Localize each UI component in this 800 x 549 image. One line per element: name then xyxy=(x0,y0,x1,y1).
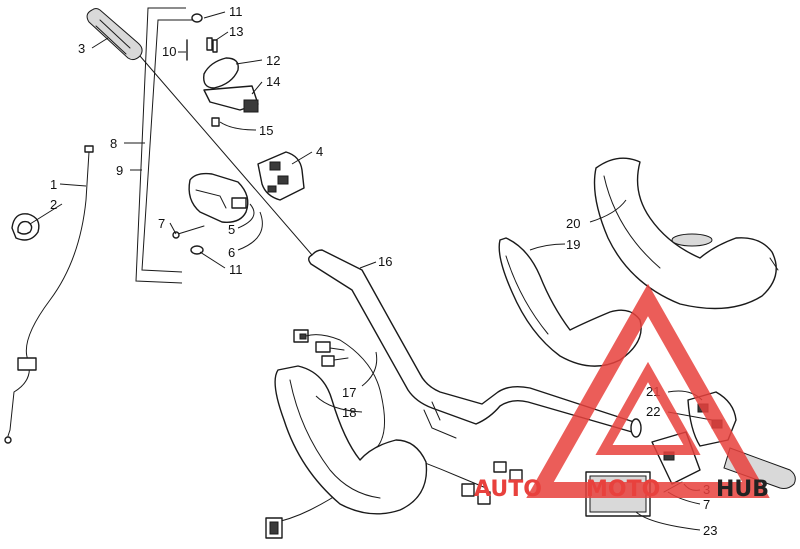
callout-17: 17 xyxy=(342,385,356,400)
throttle-cable xyxy=(4,145,94,444)
callout-4: 4 xyxy=(316,144,323,159)
callout-7: 7 xyxy=(158,216,165,231)
throttle-housing xyxy=(172,172,249,239)
shaft-line xyxy=(139,55,313,256)
watermark-inner-triangle xyxy=(595,361,701,455)
callout-22: 22 xyxy=(646,404,660,419)
callout-10: 10 xyxy=(162,44,176,59)
watermark-brand: AUTO MOTO HUB xyxy=(474,477,769,502)
callout-12: 12 xyxy=(266,53,280,68)
cable-clip xyxy=(11,213,40,241)
callout-18: 18 xyxy=(342,405,356,420)
callout-9: 9 xyxy=(116,163,123,178)
callout-6: 6 xyxy=(228,245,235,260)
handlebar xyxy=(308,249,642,439)
callout-1: 1 xyxy=(50,177,57,192)
watermark-text-moto: MOTO xyxy=(586,477,660,502)
callout-19: 19 xyxy=(566,237,580,252)
callout-3: 3 xyxy=(78,41,85,56)
watermark-triangle xyxy=(526,283,770,498)
right-handguard-outer xyxy=(593,157,779,310)
watermark xyxy=(526,283,770,498)
brake-lever xyxy=(203,57,259,113)
callout-15: 15 xyxy=(259,123,273,138)
callout-16: 16 xyxy=(378,254,392,269)
callout-2: 2 xyxy=(50,197,57,212)
callout-labels: 1 2 3 4 5 6 7 8 9 10 11 11 12 13 14 15 1… xyxy=(50,4,717,538)
left-handguard xyxy=(274,365,428,515)
callout-7-right: 7 xyxy=(703,497,710,512)
left-grip xyxy=(86,8,143,61)
bracket-8-9 xyxy=(124,7,195,284)
callout-11: 11 xyxy=(229,4,243,19)
wiring-harness xyxy=(265,329,523,539)
callout-5: 5 xyxy=(228,222,235,237)
callout-20: 20 xyxy=(566,216,580,231)
callout-14: 14 xyxy=(266,74,280,89)
callout-13: 13 xyxy=(229,24,243,39)
watermark-text-hub: HUB xyxy=(716,477,769,502)
watermark-text-auto: AUTO xyxy=(474,477,542,502)
switch-housing xyxy=(257,151,305,201)
callout-8: 8 xyxy=(110,136,117,151)
callout-23: 23 xyxy=(703,523,717,538)
callout-11-lower: 11 xyxy=(229,262,243,277)
